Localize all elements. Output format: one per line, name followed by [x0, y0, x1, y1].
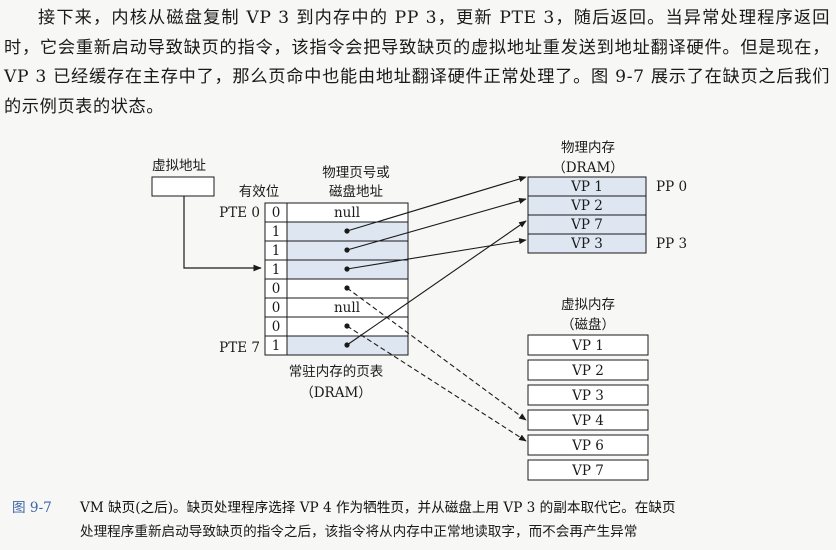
page-table-row: 0: [264, 316, 409, 337]
disk-page-label: VP 4: [571, 413, 604, 429]
valid-bit: 1: [272, 262, 281, 278]
disk-page-label: VP 1: [571, 338, 604, 354]
physical-page-label: VP 3: [570, 236, 603, 252]
pte-first-label: PTE 0: [219, 205, 260, 221]
virtual-memory-title-line2: （磁盘）: [561, 316, 615, 333]
page-table-row: 1: [264, 335, 409, 356]
page-table-caption-line1: 常驻内存的页表: [289, 364, 384, 380]
pte1-to-vp1-arrow: [346, 176, 527, 232]
physical-page-label: VP 1: [570, 179, 603, 195]
physical-memory: VP 1 VP 2 VP 7 VP 3: [527, 176, 647, 254]
pte3-to-vp3-arrow: [346, 238, 527, 270]
body-paragraph: 接下来，内核从磁盘复制 VP 3 到内存中的 PP 3，更新 PTE 3，随后返…: [4, 8, 830, 117]
valid-bit: 0: [272, 281, 281, 297]
ppn-label-line2: 磁盘地址: [329, 183, 383, 200]
caption-line2: 处理程序重新启动导致缺页的指令之后，该指令将从内存中正常地读取字，而不会再产生异…: [80, 524, 638, 540]
valid-bit: 0: [272, 319, 281, 335]
pte7-to-vp7-arrow: [346, 220, 527, 346]
virtual-address-label: 虚拟地址: [152, 158, 206, 174]
virtual-address-box: [151, 176, 215, 197]
valid-bit: 0: [272, 205, 281, 221]
figure-caption: 图 9-7 VM 缺页(之后)。缺页处理程序选择 VP 4 作为牺牲页，并从磁盘上…: [12, 496, 832, 544]
disk-pages: VP 1 VP 2 VP 3 VP 4 VP 6 VP 7: [527, 334, 649, 481]
valid-bit-label: 有效位: [239, 184, 280, 200]
disk-page-label: VP 3: [571, 388, 604, 404]
page-table-row: 0 null: [264, 297, 409, 318]
page-table-row: 1: [264, 221, 409, 242]
valid-bit: 1: [272, 338, 281, 354]
pp-last-label: PP 3: [656, 236, 687, 252]
disk-page-label: VP 6: [571, 438, 604, 454]
valid-bit: 1: [272, 243, 281, 259]
valid-bit: 0: [272, 300, 281, 316]
disk-page: [527, 459, 649, 481]
pte-last-label: PTE 7: [219, 340, 260, 356]
page-table-figure: 虚拟地址 有效位 物理页号或 磁盘地址 0 null 1 1 1 0 0 null …: [151, 140, 687, 481]
physical-page-label: VP 7: [570, 217, 603, 233]
valid-bit: 1: [272, 224, 281, 240]
disk-page: [527, 384, 649, 406]
page-table: 0 null 1 1 1 0 0 null 0 1: [264, 202, 409, 356]
disk-page-label: VP 7: [571, 463, 604, 479]
virtual-memory-title-line1: 虚拟内存: [561, 297, 615, 313]
virtual-address-arrow: [183, 196, 262, 272]
page-table-caption-line2: （DRAM）: [300, 385, 372, 401]
physical-memory-title-line2: （DRAM）: [552, 160, 624, 176]
pte6-to-disk-vp6-arrow: [346, 325, 527, 442]
disk-page: [527, 359, 649, 381]
page-table-row: 1: [264, 240, 409, 261]
disk-page: [527, 409, 649, 431]
disk-page-label: VP 2: [571, 363, 604, 379]
pp-first-label: PP 0: [656, 179, 687, 195]
physical-page: [527, 233, 647, 254]
figure-number: 图 9-7: [12, 500, 52, 516]
pte4-to-disk-vp4-arrow: [346, 287, 527, 421]
caption-line1: VM 缺页(之后)。缺页处理程序选择 VP 4 作为牺牲页，并从磁盘上用 VP …: [80, 500, 676, 516]
disk-page: [527, 434, 649, 456]
disk-page: [527, 334, 649, 356]
ppn-cell: null: [334, 300, 360, 316]
ppn-label-line1: 物理页号或: [322, 165, 390, 181]
physical-memory-title-line1: 物理内存: [561, 140, 615, 156]
ppn-cell: null: [334, 205, 360, 221]
page-table-row: 0: [264, 278, 409, 299]
pte2-to-vp2-arrow: [346, 197, 527, 251]
physical-page-label: VP 2: [570, 198, 603, 214]
